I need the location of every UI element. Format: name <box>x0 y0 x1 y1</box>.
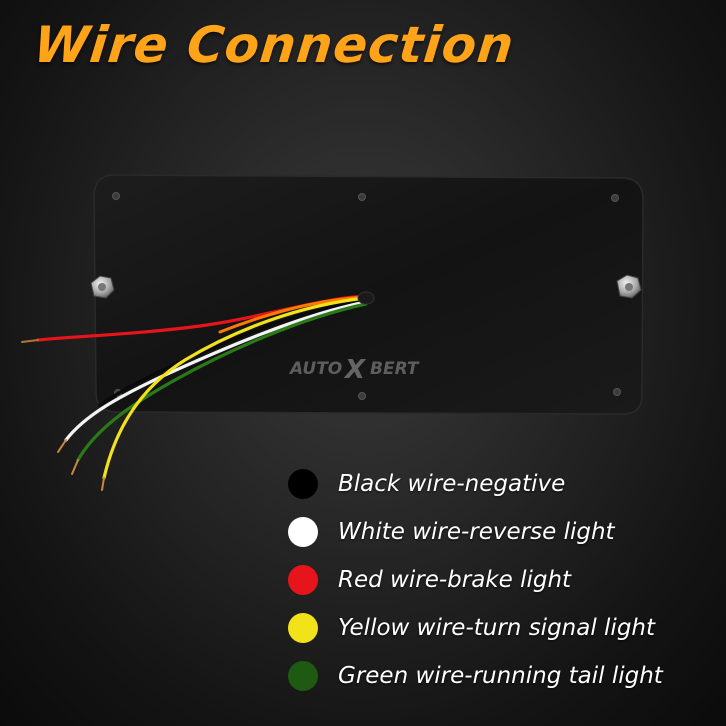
legend-label: White wire-reverse light <box>338 519 615 545</box>
white-wire-color-dot <box>288 517 318 547</box>
left-mounting-nut <box>90 275 115 299</box>
red-wire-color-dot <box>288 565 318 595</box>
legend-label: Green wire-running tail light <box>338 663 663 689</box>
legend-item-green: Green wire-running tail light <box>288 652 718 700</box>
legend-item-yellow: Yellow wire-turn signal light <box>288 604 718 652</box>
wire-bundle <box>21 291 375 491</box>
legend-label: Black wire-negative <box>338 471 566 497</box>
legend-item-white: White wire-reverse light <box>288 508 718 556</box>
legend-label: Yellow wire-turn signal light <box>338 615 656 641</box>
black-wire-color-dot <box>288 469 318 499</box>
legend-item-red: Red wire-brake light <box>288 556 718 604</box>
svg-text:X: X <box>343 355 367 385</box>
svg-text:AUTO: AUTO <box>288 359 342 379</box>
right-mounting-nut <box>616 274 642 299</box>
wire-color-legend: Black wire-negative White wire-reverse l… <box>288 460 718 700</box>
green-wire-color-dot <box>288 661 318 691</box>
svg-text:BERT: BERT <box>370 359 420 379</box>
brand-watermark: AUTO X BERT <box>288 355 420 385</box>
yellow-wire-color-dot <box>288 613 318 643</box>
legend-label: Red wire-brake light <box>338 567 572 593</box>
legend-item-black: Black wire-negative <box>288 460 718 508</box>
